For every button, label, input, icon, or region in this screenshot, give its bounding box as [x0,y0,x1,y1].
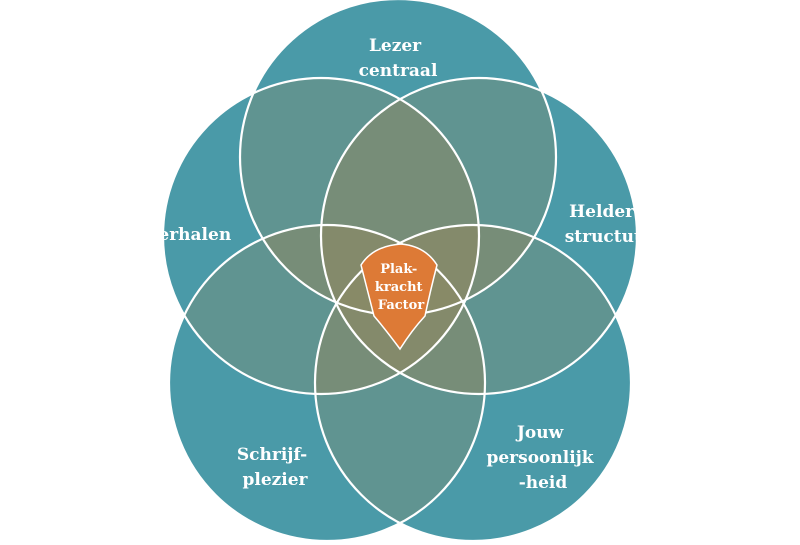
label-jouw-persoonlijkheid: Jouw persoonlijk -heid [486,423,599,493]
outline-upper-left [161,76,481,396]
label-line: structuur [565,227,657,247]
label-line: Schrijf- [237,445,307,465]
label-line: Lezer [369,36,422,56]
label-schrijfplezier: Schrijf- plezier [237,445,313,490]
circle-group [163,0,637,541]
label-line: persoonlijk [486,448,594,468]
label-line: centraal [359,61,438,81]
label-line: Plak- [380,262,417,277]
outline-upper-right [319,76,639,396]
label-lezer-centraal: Lezer centraal [359,36,438,81]
label-line: Factor [378,298,425,313]
center-region [360,243,438,351]
outline-lower-left [167,223,487,543]
label-verhalen: Verhalen [146,225,231,245]
label-line: Heldere [569,202,645,222]
label-line: -heid [519,473,568,493]
outline-lower-right [313,223,633,543]
label-line: Verhalen [146,225,231,245]
label-line: Jouw [515,423,564,443]
circle-outlines [161,0,639,543]
label-heldere-structuur: Heldere structuur [565,202,657,247]
label-plakkracht-factor: Plak- kracht Factor [375,262,427,313]
label-line: kracht [375,280,423,295]
label-line: plezier [242,470,308,490]
